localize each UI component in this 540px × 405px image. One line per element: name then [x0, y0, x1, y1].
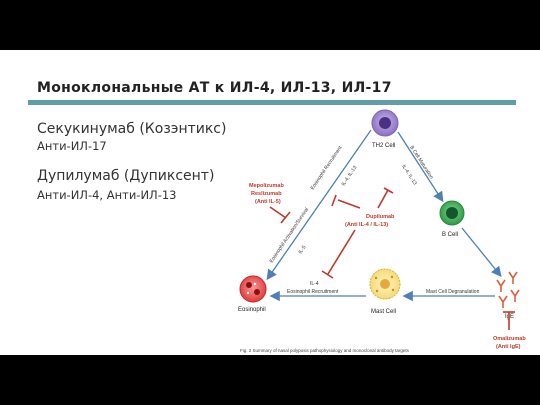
edge-label-eosinophil-recruitment: Eosinophil Recruitment: [310, 145, 344, 191]
reslizumab-label: Reslizumab: [251, 191, 282, 197]
edge-label-il4-il13-right: IL-4, IL-13: [400, 164, 418, 187]
arrow-th2-to-eosinophil: [266, 129, 372, 281]
mast-cell-icon: [369, 268, 401, 300]
omalizumab-label: Omalizumab: [493, 336, 526, 342]
mast-cell-label: Mast Cell: [371, 309, 396, 315]
arrow-th2-to-bcell: [397, 131, 444, 203]
title-divider: [28, 100, 516, 105]
edge-label-il4-il13-left: IL-4, IL-13: [341, 165, 359, 187]
drug-target-secukinumab: Анти-ИЛ-17: [37, 139, 107, 153]
drug-target-dupilumab: Анти-ИЛ-4, Анти-ИЛ-13: [37, 188, 177, 202]
b-cell-label: B Cell: [442, 232, 458, 238]
drug-name-secukinumab: Секукинумаб (Козэнтикс): [37, 121, 227, 137]
dupilumab-label: Dupilumab: [366, 214, 395, 220]
th2-cell-label: TH2 Cell: [372, 143, 395, 149]
omalizumab-inhibitor-icon: [503, 311, 515, 330]
eosinophil-icon: [239, 275, 267, 303]
edge-label-eosinophil-recruitment-bottom: Eosinophil Recruitment: [287, 289, 339, 295]
mepolizumab-inhibitor-icon: [269, 206, 291, 224]
edge-label-il4: IL-4: [310, 281, 319, 287]
edge-label-mast-degranulation: Mast Cell Degranulation: [426, 289, 480, 295]
slide-title: Моноклональные АТ к ИЛ-4, ИЛ-13, ИЛ-17: [37, 80, 392, 96]
ige-antibody-icon: [496, 271, 520, 308]
eosinophil-label: Eosinophil: [238, 307, 266, 313]
anti-il5-label: (Anti IL-5): [255, 199, 281, 205]
edge-label-il5: IL-5: [298, 244, 308, 255]
edge-label-eosinophil-activation: Eosinophil Activation/Survival: [269, 207, 310, 264]
arrow-bcell-to-ige: [461, 227, 502, 278]
slide: Моноклональные АТ к ИЛ-4, ИЛ-13, ИЛ-17 С…: [0, 50, 540, 355]
drug-name-dupilumab: Дупилумаб (Дупиксент): [37, 168, 215, 184]
th2-cell-icon: [371, 109, 399, 137]
figure-caption: Fig. 2 Summary of nasal polyposis pathop…: [240, 348, 410, 353]
dupilumab-inhibitor-icon: [321, 187, 394, 279]
anti-ige-label: (Anti IgE): [496, 344, 521, 350]
pathophysiology-diagram: TH2 Cell B Cell Eosinophil Mast Cell: [238, 109, 526, 353]
anti-il4-il13-label: (Anti IL-4 / IL-13): [345, 222, 388, 228]
b-cell-icon: [439, 200, 465, 226]
mepolizumab-label: Mepolizumab: [249, 183, 284, 189]
